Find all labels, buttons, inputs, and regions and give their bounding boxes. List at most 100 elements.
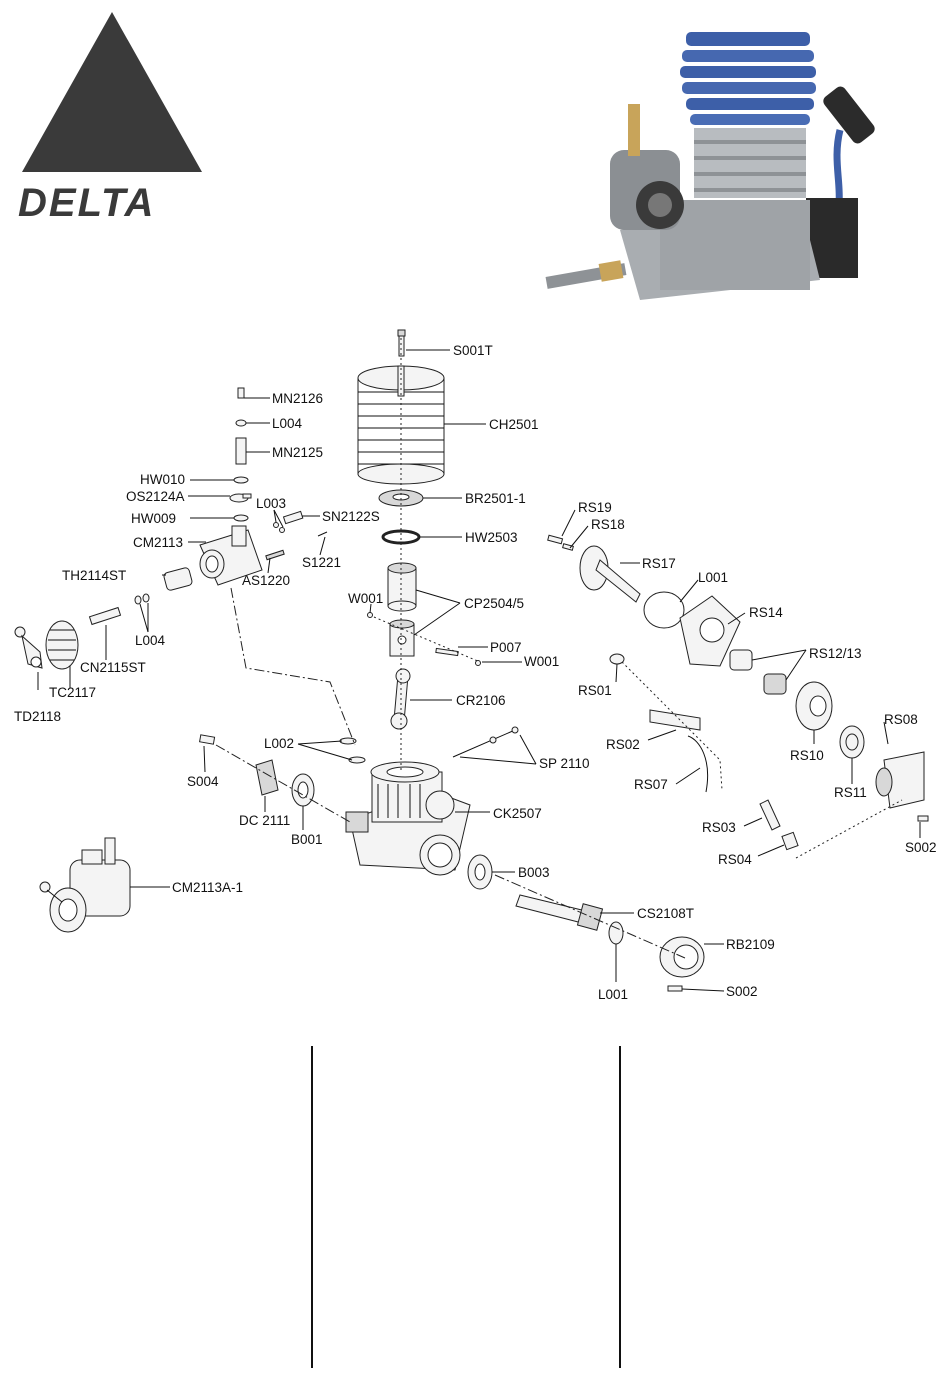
rs04-sleeve (781, 831, 799, 851)
hw2503-gasket (381, 529, 421, 545)
cs2108t-crankshaft (515, 894, 604, 931)
label-cr2106: CR2106 (456, 693, 506, 708)
label-l003: L003 (256, 496, 286, 511)
label-l001-right: L001 (698, 570, 728, 585)
rs14-plate (679, 595, 741, 667)
label-sn2122s: SN2122S (322, 509, 380, 524)
td2118-arm (14, 626, 43, 669)
ck2507-crankcase (345, 761, 471, 876)
w001-left-clip (367, 612, 373, 618)
label-br2501-1: BR2501-1 (465, 491, 526, 506)
dc2111-cover (255, 759, 279, 796)
label-hw010: HW010 (140, 472, 185, 487)
engine-photo (545, 32, 875, 300)
label-w001-left: W001 (348, 591, 383, 606)
label-rs03: RS03 (702, 820, 736, 835)
label-dc2111: DC 2111 (239, 813, 290, 828)
label-rs04: RS04 (718, 852, 752, 867)
label-sp2110: SP 2110 (539, 756, 590, 771)
label-b003: B003 (518, 865, 550, 880)
label-l004-top: L004 (272, 416, 303, 431)
pin-axis-line (373, 616, 481, 663)
rope-line-2 (795, 799, 903, 859)
label-cs2108t: CS2108T (637, 906, 694, 921)
label-hw009: HW009 (131, 511, 176, 526)
crank-axis-line (494, 874, 686, 959)
cm2113a-1-assembly (39, 837, 131, 933)
label-cm2113: CM2113 (133, 535, 183, 550)
label-rs02: RS02 (606, 737, 640, 752)
l003-ring-1 (273, 522, 279, 528)
b003-bearing (467, 854, 493, 890)
rs02-handle (649, 709, 701, 731)
l004-top-oring (235, 419, 247, 427)
cp2504-5-sleeve (387, 562, 417, 612)
label-s002-right: S002 (905, 840, 937, 855)
s002-right-screw (917, 815, 929, 822)
label-mn2125: MN2125 (272, 445, 323, 460)
label-s004: S004 (187, 774, 219, 789)
cr2106-conrod (390, 668, 411, 730)
l004-left-oring-2 (142, 593, 150, 603)
l003-ring-2 (279, 527, 285, 533)
l001-right-oring (643, 591, 685, 629)
sn2122s-nipple (282, 510, 304, 525)
label-ch2501: CH2501 (489, 417, 539, 432)
label-rs07: RS07 (634, 777, 668, 792)
b001-bearing (291, 773, 315, 807)
rs17-shaft (579, 545, 641, 603)
label-cm2113a-1: CM2113A-1 (172, 880, 243, 895)
label-os2124a: OS2124A (126, 489, 185, 504)
rs08-housing (875, 751, 925, 809)
label-p007: P007 (490, 640, 522, 655)
rs07-rope (687, 735, 709, 793)
rope-line (621, 661, 723, 791)
rs10-pulley (795, 681, 833, 731)
label-tc2117: TC2117 (49, 685, 96, 700)
s004-screw (199, 734, 216, 745)
l002-oring-2 (348, 756, 366, 764)
label-rs08: RS08 (884, 712, 918, 727)
cn2115st-needle (88, 606, 122, 626)
label-s001t: S001T (453, 343, 493, 358)
rs03-tube (759, 799, 781, 831)
carb-axis-line (230, 587, 356, 746)
label-s1221: S1221 (302, 555, 341, 570)
rs18-pin (562, 543, 574, 551)
th2114st-barrel (163, 567, 193, 591)
label-rs11: RS11 (834, 785, 867, 800)
label-b001: B001 (291, 832, 323, 847)
label-td2118: TD2118 (14, 709, 61, 724)
rear-axis-line (215, 744, 351, 823)
label-rs01: RS01 (578, 683, 612, 698)
label-s002-bottom: S002 (726, 984, 758, 999)
label-mn2126: MN2126 (272, 391, 323, 406)
label-rs14: RS14 (749, 605, 783, 620)
leader-lines (37, 349, 921, 992)
rs11-spring (839, 725, 865, 759)
label-rs12-13: RS12/13 (809, 646, 862, 661)
rs19-pin (547, 534, 564, 545)
tc2117-cap (45, 620, 79, 670)
label-rs19: RS19 (578, 500, 612, 515)
label-rb2109: RB2109 (726, 937, 775, 952)
label-l004-left: L004 (135, 633, 166, 648)
mn2125-holder (235, 437, 247, 465)
label-l002: L002 (264, 736, 294, 751)
w001-right-clip (475, 660, 481, 666)
l004-left-oring-1 (134, 595, 142, 605)
logo-text: DELTA (18, 181, 155, 225)
label-cp2504-5: CP2504/5 (464, 596, 524, 611)
label-w001-right: W001 (524, 654, 559, 669)
sp2110-screws (452, 726, 519, 758)
s001t-screw (397, 329, 406, 357)
hw009-washer (233, 514, 249, 522)
label-rs18: RS18 (591, 517, 625, 532)
p007-pin (435, 647, 459, 657)
label-ck2507: CK2507 (493, 806, 542, 821)
label-as1220: AS1220 (242, 573, 290, 588)
as1220-spring (265, 549, 285, 561)
os2124a-fitting (229, 493, 252, 503)
label-cn2115st: CN2115ST (80, 660, 146, 675)
delta-logo: DELTA (18, 12, 202, 225)
